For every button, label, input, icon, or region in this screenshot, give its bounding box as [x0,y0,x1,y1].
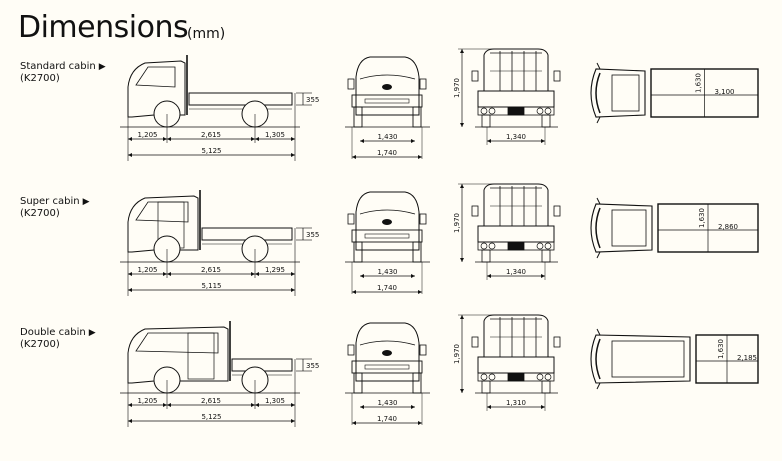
rear-view: 1,970 1,310 [453,314,561,411]
front-tread-dim-value: 1,430 [377,399,397,407]
overall-length-dim-value: 5,115 [201,282,221,290]
rear-overhang-dim-value: 1,305 [265,131,285,139]
variant-model: (K2700) [20,208,60,219]
top-view: 1,630 2,860 [590,197,759,259]
front-overhang-dim-value: 1,205 [137,397,157,405]
overall-length-dim-value: 5,125 [201,413,221,421]
front-overhang-dim-value: 1,205 [137,266,157,274]
front-view: 1,430 1,740 [345,322,430,425]
overall-width-dim: 1,740 [352,149,422,159]
overall-height-value: 1,970 [453,344,461,364]
variant-name: Standard cabin [20,61,96,72]
overall-length-dim: 5,125 [128,413,295,423]
overall-width-dim-value: 1,740 [377,149,397,157]
overall-length-dim-value: 5,125 [201,147,221,155]
rear-tread-dim-value: 1,340 [506,268,526,276]
overall-height-dim: 1,970 [453,183,500,262]
overall-length-dim: 5,125 [128,147,295,157]
deck-height-dim: 355 [296,358,319,372]
variant-model: (K2700) [20,339,60,350]
front-tread-dim-value: 1,430 [377,133,397,141]
overall-height-value: 1,970 [453,78,461,98]
wheelbase-dim: 2,615 [167,131,255,141]
deck-height-value: 355 [306,231,319,239]
front-tread-dim: 1,430 [360,399,415,409]
wheelbase-dim: 2,615 [167,397,255,407]
deck-length-value: 2,185 [737,354,757,362]
variant-name: Super cabin [20,196,80,207]
wheelbase-dim-value: 2,615 [201,131,221,139]
overall-height-dim: 1,970 [453,314,500,393]
front-overhang-dim: 1,205 [128,131,167,141]
side-view: 355 1,205 2,615 1,305 5,125 [120,321,319,427]
rear-view: 1,970 1,340 [453,183,561,280]
front-view: 1,430 1,740 [345,191,430,294]
overall-length-dim: 5,115 [128,282,295,292]
rear-tread-dim: 1,340 [487,133,545,143]
overall-width-dim-value: 1,740 [377,415,397,423]
deck-height-value: 355 [306,362,319,370]
deck-height-dim: 355 [296,227,319,241]
wheelbase-dim-value: 2,615 [201,397,221,405]
page-title: Dimensions [18,10,189,45]
front-tread-dim-value: 1,430 [377,268,397,276]
top-view: 1,630 2,185 [590,328,759,390]
wheelbase-dim-value: 2,615 [201,266,221,274]
rear-view: 1,970 1,340 [453,48,561,145]
rear-tread-dim-value: 1,340 [506,133,526,141]
rear-tread-dim-value: 1,310 [506,399,526,407]
side-view: 355 1,205 2,615 1,295 5,115 [120,190,319,296]
deck-width-value: 1,630 [698,208,706,228]
deck-width-value: 1,630 [695,73,703,93]
arrow-right-icon: ▶ [82,197,90,207]
arrow-right-icon: ▶ [98,62,106,72]
front-tread-dim: 1,430 [360,133,415,143]
variant-label: Standard cabin▶ (K2700) [20,61,106,85]
front-overhang-dim: 1,205 [128,397,167,407]
rear-tread-dim: 1,310 [487,399,545,409]
rear-overhang-dim: 1,305 [255,131,295,141]
rear-overhang-dim: 1,305 [255,397,295,407]
front-view: 1,430 1,740 [345,56,430,159]
overall-width-dim: 1,740 [352,284,422,294]
deck-length-value: 3,100 [714,88,734,96]
overall-width-dim: 1,740 [352,415,422,425]
rear-overhang-dim: 1,295 [255,266,295,276]
front-overhang-dim: 1,205 [128,266,167,276]
variant-row: Super cabin▶ (K2700) 355 1,205 2,615 1,295 5,1… [0,183,782,322]
deck-height-value: 355 [306,96,319,104]
variant-model: (K2700) [20,73,60,84]
variant-row: Double cabin▶ (K2700) 355 1,205 2,615 1,305 5,… [0,314,782,453]
overall-height-dim: 1,970 [453,48,500,127]
top-view: 1,630 3,100 [590,62,759,124]
overall-height-value: 1,970 [453,213,461,233]
side-view: 355 1,205 2,615 1,305 5,125 [120,55,319,161]
deck-length-value: 2,860 [718,223,738,231]
variant-row: Standard cabin▶ (K2700) 355 1,205 2,615 1,305… [0,48,782,187]
wheelbase-dim: 2,615 [167,266,255,276]
variant-label: Super cabin▶ (K2700) [20,196,90,220]
unit-label: (mm) [187,26,226,42]
rear-overhang-dim-value: 1,305 [265,397,285,405]
deck-height-dim: 355 [296,92,319,106]
deck-width-value: 1,630 [717,339,725,359]
rear-overhang-dim-value: 1,295 [265,266,285,274]
front-overhang-dim-value: 1,205 [137,131,157,139]
overall-width-dim-value: 1,740 [377,284,397,292]
front-tread-dim: 1,430 [360,268,415,278]
rear-tread-dim: 1,340 [487,268,545,278]
arrow-right-icon: ▶ [88,328,96,338]
variant-name: Double cabin [20,327,86,338]
variant-label: Double cabin▶ (K2700) [20,327,96,351]
